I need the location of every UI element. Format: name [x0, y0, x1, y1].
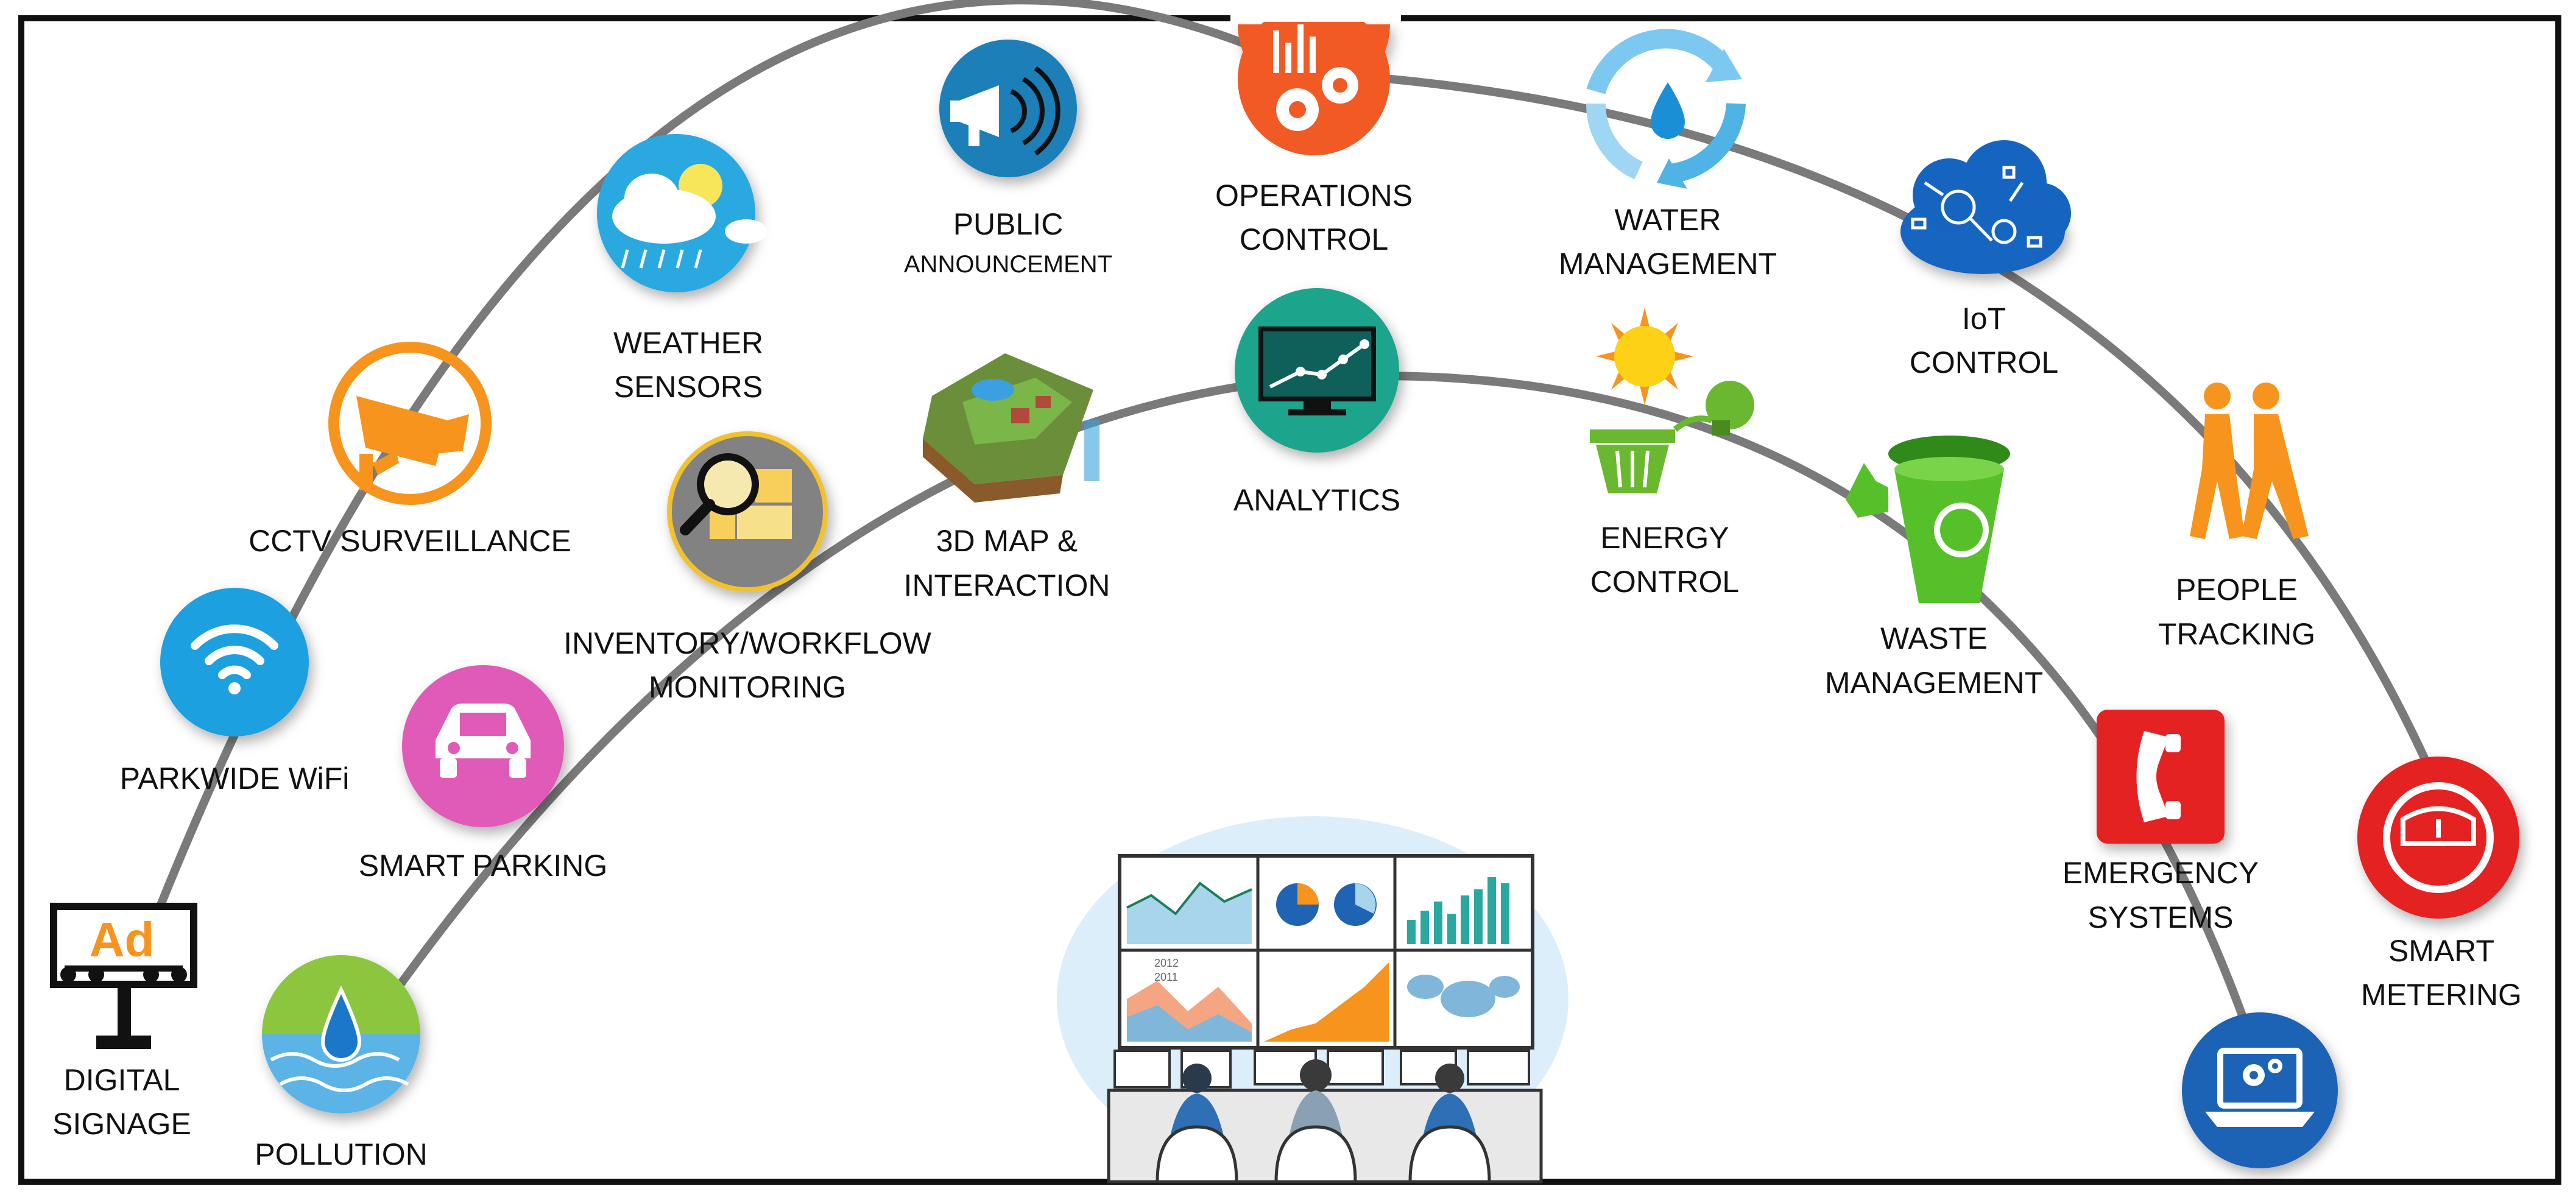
node-label: CONTROL [1240, 222, 1388, 256]
node-laptop[interactable] [2182, 1012, 2338, 1168]
line-chart-monitor-icon [1258, 326, 1376, 415]
iot-cloud-icon [1900, 140, 2071, 274]
gears-chart-icon [1273, 24, 1358, 131]
node-label: METERING [2361, 978, 2522, 1012]
node-smart-parking[interactable]: SMART PARKING [359, 665, 607, 883]
3d-map-island-icon [923, 353, 1099, 503]
magnifier-boxes-icon [680, 453, 792, 539]
node-people[interactable]: PEOPLE TRACKING [2158, 383, 2315, 651]
weather-cloud-sun-icon [612, 164, 768, 269]
water-drop-leaves-icon [262, 955, 420, 1114]
billboard-icon: Ad [50, 903, 197, 1049]
node-operations[interactable]: OPERATIONS CONTROL [1215, 0, 1413, 256]
node-label: SMART PARKING [359, 849, 607, 883]
node-metering[interactable]: SMART METERING [2357, 757, 2522, 1012]
wifi-icon [191, 624, 278, 694]
node-label: EMERGENCY [2063, 856, 2259, 890]
walking-people-icon [2190, 383, 2309, 539]
node-energy[interactable]: ENERGY CONTROL [1590, 308, 1754, 599]
node-label: OPERATIONS [1215, 178, 1413, 213]
node-waste[interactable]: WASTE MANAGEMENT [1825, 436, 2043, 700]
node-public-announcement[interactable]: PUBLIC ANNOUNCEMENT [904, 40, 1112, 278]
water-cycle-icon [1586, 29, 1746, 189]
legend-2011: 2011 [1154, 971, 1178, 983]
legend-2012: 2012 [1154, 957, 1179, 969]
car-icon [436, 704, 531, 778]
control-room-illustration: 2012 2011 [1057, 816, 1569, 1184]
ad-text: Ad [90, 912, 155, 967]
node-label: MONITORING [649, 670, 846, 704]
node-inventory[interactable]: INVENTORY/WORKFLOW MONITORING [563, 431, 932, 704]
node-weather[interactable]: WEATHER SENSORS [597, 134, 768, 404]
node-label: SMART [2388, 934, 2494, 968]
cctv-camera-icon [356, 396, 469, 490]
node-label: ENERGY [1600, 521, 1729, 555]
node-parkwide-wifi[interactable]: PARKWIDE WiFi [120, 588, 350, 796]
node-label: WATER [1615, 203, 1721, 237]
node-label: INTERACTION [904, 568, 1110, 602]
recycle-bin-icon [1846, 436, 2010, 603]
node-label: MANAGEMENT [1825, 666, 2043, 700]
meter-gauge-icon [2383, 782, 2494, 893]
phone-icon [2136, 731, 2181, 822]
node-label: SENSORS [614, 370, 763, 404]
node-label: IoT [1962, 302, 2006, 336]
node-label: POLLUTION [255, 1137, 427, 1171]
node-cctv[interactable]: CCTV SURVEILLANCE [249, 342, 571, 558]
laptop-settings-icon [2205, 1048, 2315, 1127]
node-3d-map[interactable]: 3D MAP & INTERACTION [904, 353, 1110, 602]
node-label: CONTROL [1590, 565, 1739, 599]
node-label: PARKWIDE WiFi [120, 761, 350, 796]
node-label: INVENTORY/WORKFLOW [563, 626, 932, 660]
node-label: MANAGEMENT [1559, 247, 1777, 281]
node-label: SYSTEMS [2088, 900, 2234, 934]
node-label: ANNOUNCEMENT [904, 251, 1112, 278]
node-label: WASTE [1880, 621, 1988, 655]
node-pollution[interactable]: POLLUTION [255, 955, 428, 1171]
node-label: SIGNAGE [52, 1107, 191, 1141]
node-label: TRACKING [2158, 617, 2315, 651]
node-emergency[interactable]: EMERGENCY SYSTEMS [2063, 710, 2259, 934]
node-iot[interactable]: IoT CONTROL [1900, 140, 2071, 379]
node-label: ANALYTICS [1233, 483, 1400, 517]
node-water[interactable]: WATER MANAGEMENT [1559, 29, 1777, 281]
megaphone-icon [950, 66, 1060, 156]
node-analytics[interactable]: ANALYTICS [1233, 288, 1400, 517]
node-label: PEOPLE [2176, 573, 2298, 607]
sun-bulb-bin-icon [1590, 308, 1754, 493]
node-label: CONTROL [1910, 345, 2058, 379]
node-label: CCTV SURVEILLANCE [249, 524, 571, 558]
node-label: DIGITAL [64, 1063, 180, 1097]
node-label: PUBLIC [953, 207, 1064, 241]
node-digital-signage[interactable]: Ad DIGITAL SIGNAGE [50, 903, 197, 1141]
node-label: 3D MAP & [936, 524, 1078, 558]
node-label: WEATHER [613, 326, 763, 360]
